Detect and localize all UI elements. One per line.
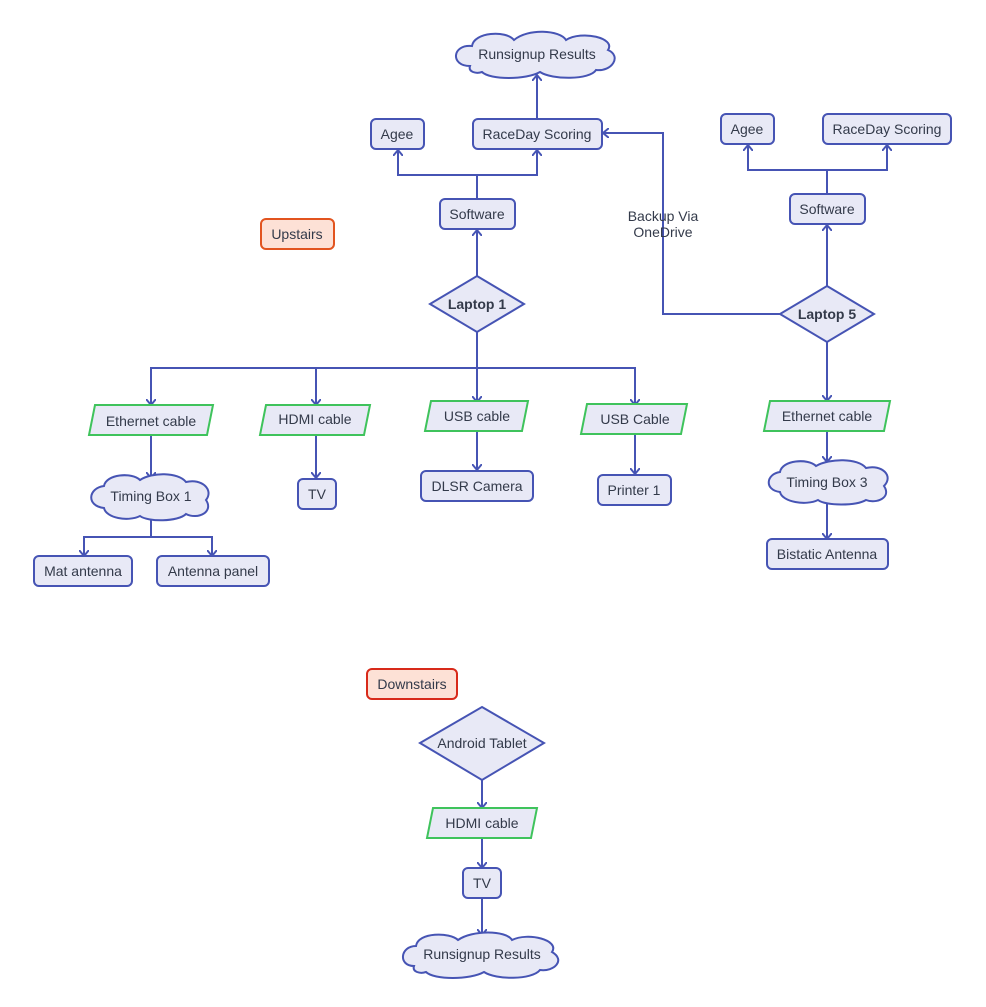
software-left-label: Software	[449, 206, 504, 222]
badge-downstairs: Downstairs	[366, 668, 458, 700]
node-laptop-1: Laptop 1	[428, 274, 526, 334]
raceday-right-label: RaceDay Scoring	[833, 121, 942, 137]
android-tablet-label: Android Tablet	[437, 735, 526, 751]
edge-software-to-raceday-right	[826, 146, 887, 194]
mat-antenna-label: Mat antenna	[44, 563, 122, 579]
hdmi-left-label: HDMI cable	[278, 411, 351, 427]
edge-timing1-to-mat	[84, 516, 152, 555]
backup-edge-label-line2: OneDrive	[633, 224, 692, 240]
usb-cable-label: USB cable	[444, 408, 510, 424]
node-hdmi-cable-left: HDMI cable	[258, 404, 372, 436]
node-ethernet-cable-left: Ethernet cable	[87, 404, 215, 436]
node-dlsr-camera: DLSR Camera	[420, 470, 534, 502]
node-android-tablet: Android Tablet	[418, 705, 546, 782]
node-hdmi-cable-down: HDMI cable	[425, 807, 539, 839]
usb-cable-2-label: USB Cable	[600, 411, 669, 427]
downstairs-label: Downstairs	[377, 676, 446, 692]
node-tv-down: TV	[462, 867, 502, 899]
node-bistatic-antenna: Bistatic Antenna	[766, 538, 889, 570]
timing-box-3-label: Timing Box 3	[786, 474, 867, 490]
edge-software-to-raceday-left	[476, 151, 537, 199]
node-runsignup-results-top: Runsignup Results	[455, 30, 616, 79]
laptop1-label: Laptop 1	[448, 296, 507, 312]
upstairs-label: Upstairs	[271, 226, 322, 242]
tv-left-label: TV	[308, 486, 327, 502]
node-raceday-scoring-left: RaceDay Scoring	[472, 118, 603, 150]
laptop5-label: Laptop 5	[798, 306, 857, 322]
runsignup-bottom-label: Runsignup Results	[423, 946, 541, 962]
raceday-left-label: RaceDay Scoring	[483, 126, 592, 142]
edge-laptop1-to-usb2	[476, 332, 635, 404]
node-runsignup-results-bottom: Runsignup Results	[402, 931, 560, 979]
node-usb-cable-2: USB Cable	[579, 403, 689, 435]
node-tv-left: TV	[297, 478, 337, 510]
antenna-panel-label: Antenna panel	[168, 563, 258, 579]
printer-1-label: Printer 1	[608, 482, 661, 498]
node-software-left: Software	[439, 198, 516, 230]
timing-box-1-label: Timing Box 1	[110, 488, 191, 504]
edge-timing1-to-panel	[150, 516, 212, 555]
edge-software-to-agee-left	[398, 151, 478, 199]
backup-edge-label-line1: Backup Via	[628, 208, 699, 224]
dlsr-camera-label: DLSR Camera	[431, 478, 522, 494]
hdmi-down-label: HDMI cable	[445, 815, 518, 831]
node-mat-antenna: Mat antenna	[33, 555, 133, 587]
node-usb-cable: USB cable	[423, 400, 530, 432]
node-software-right: Software	[789, 193, 866, 225]
software-right-label: Software	[799, 201, 854, 217]
runsignup-top-label: Runsignup Results	[478, 46, 596, 62]
node-raceday-scoring-right: RaceDay Scoring	[822, 113, 952, 145]
edge-laptop1-to-hdmi	[316, 332, 478, 404]
agee-left-label: Agee	[381, 126, 414, 142]
tv-down-label: TV	[473, 875, 492, 891]
node-laptop-5: Laptop 5	[778, 284, 876, 344]
ethernet-left-label: Ethernet cable	[106, 413, 196, 429]
node-agee-left: Agee	[370, 118, 425, 150]
node-agee-right: Agee	[720, 113, 775, 145]
node-timing-box-3: Timing Box 3	[767, 459, 889, 506]
bistatic-antenna-label: Bistatic Antenna	[777, 546, 878, 562]
node-antenna-panel: Antenna panel	[156, 555, 270, 587]
edges	[84, 76, 887, 934]
badge-upstairs: Upstairs	[260, 218, 335, 250]
edge-laptop5-backup-to-raceday	[604, 133, 781, 315]
ethernet-right-label: Ethernet cable	[782, 408, 872, 424]
node-ethernet-cable-right: Ethernet cable	[762, 400, 892, 432]
node-timing-box-1: Timing Box 1	[90, 473, 210, 522]
node-printer-1: Printer 1	[597, 474, 672, 506]
agee-right-label: Agee	[731, 121, 764, 137]
edge-software-to-agee-right	[748, 146, 828, 194]
